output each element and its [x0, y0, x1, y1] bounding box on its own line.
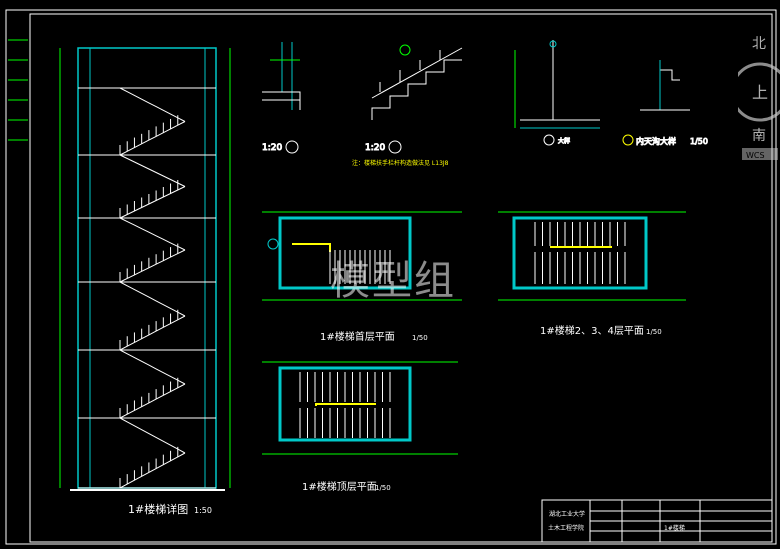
detail-3: 大样: [514, 40, 600, 146]
inner-frame: [29, 13, 773, 543]
detail-4: 内天沟大样 1/50: [622, 60, 708, 147]
plan-ground-floor: 1#楼梯首层平面 1/50: [262, 211, 462, 343]
plan-typical-scale: 1/50: [646, 328, 662, 336]
title-block: 湖北工业大学 土木工程学院 1#楼梯: [541, 499, 773, 543]
stair-flight: [119, 349, 186, 385]
stair-flight: [119, 154, 186, 187]
title-department: 土木工程学院: [548, 524, 584, 532]
stair-flight: [119, 315, 186, 351]
stair-flight: [119, 452, 186, 489]
compass-south: 南: [752, 128, 766, 144]
plan-top-floor: 1#楼梯顶层平面 1/50: [262, 361, 458, 493]
stair-flight: [119, 217, 186, 251]
plan-ground-title: 1#楼梯首层平面: [320, 330, 395, 343]
plan-typical-title: 1#楼梯2、3、4层平面: [540, 324, 644, 337]
stair-flight: [119, 383, 186, 419]
stair-section-view: 1#楼梯详图 1:50: [59, 47, 231, 516]
detail4-scale: 1/50: [690, 137, 708, 146]
detail1-scale: 1:20: [262, 143, 282, 153]
detail2-scale: 1:20: [365, 143, 385, 153]
stair-flight: [119, 186, 186, 219]
plan-top-scale: 1/50: [375, 484, 391, 492]
stair-flight: [119, 121, 186, 156]
section-title: 1#楼梯详图: [128, 502, 188, 516]
compass-logo: WCS: [746, 151, 765, 160]
plan-typical-floor: 1#楼梯2、3、4层平面 1/50: [498, 211, 686, 337]
plan-ground-scale: 1/50: [412, 334, 428, 342]
title-school: 湖北工业大学: [549, 510, 585, 518]
compass-badge: 北 上 南 WCS: [730, 18, 780, 166]
stair-flight: [119, 281, 186, 317]
stair-flight: [119, 417, 186, 454]
detail-note: 注：楼梯扶手栏杆构造做法见 L13J8: [352, 159, 449, 167]
section-scale: 1:50: [194, 506, 212, 515]
detail4-label: 内天沟大样: [636, 136, 676, 146]
binding-margin: [8, 39, 28, 141]
outer-frame: [5, 9, 777, 545]
stair-flight: [119, 249, 186, 283]
stair-flight: [119, 87, 186, 122]
title-drawing: 1#楼梯: [664, 524, 685, 532]
plan-top-title: 1#楼梯顶层平面: [302, 480, 377, 493]
compass-north: 北: [752, 36, 766, 52]
watermark: 模型组: [330, 258, 456, 304]
detail3-label: 大样: [558, 137, 570, 145]
compass-up: 上: [752, 83, 768, 102]
detail-1: 1:20: [262, 42, 301, 154]
detail-2: 1:20: [365, 44, 463, 154]
